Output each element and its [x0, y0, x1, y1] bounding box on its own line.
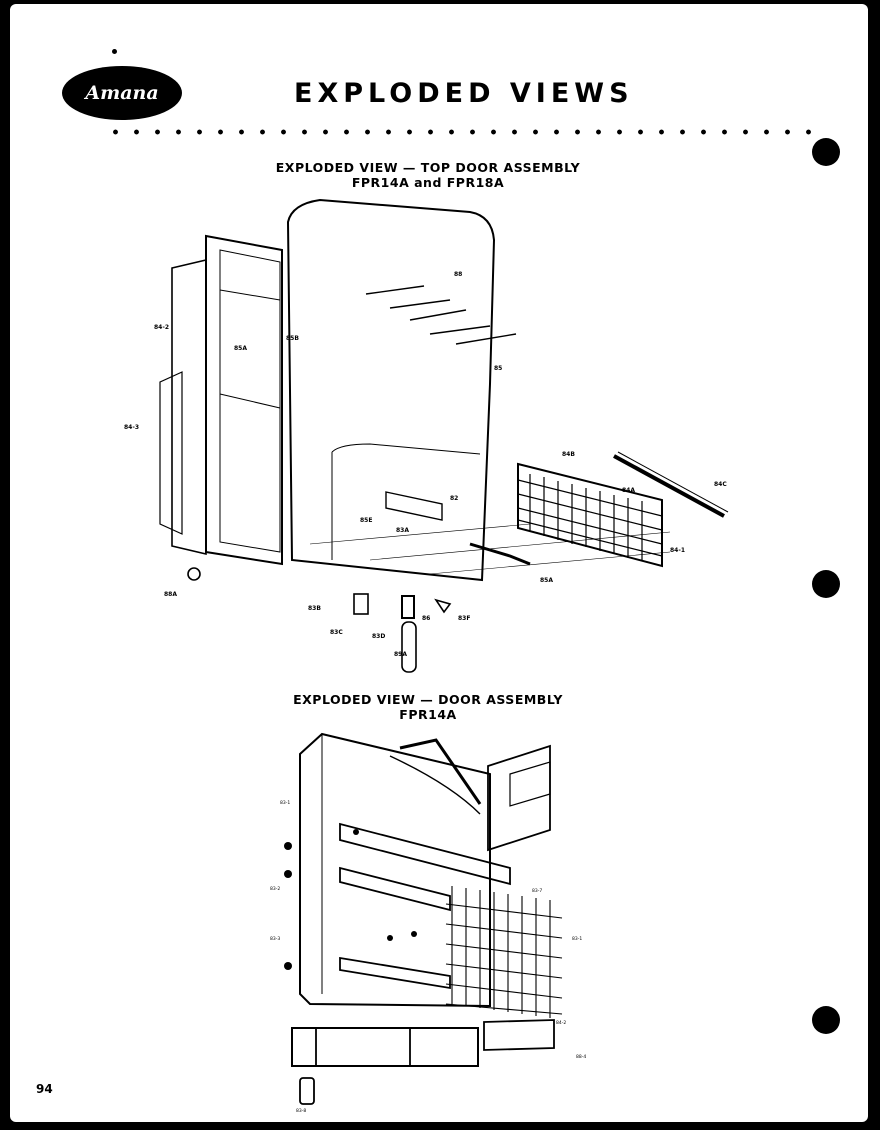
binder-hole-3: [812, 1006, 840, 1034]
binder-hole-2: [812, 570, 840, 598]
label-d2-3: 83-3: [270, 936, 280, 942]
section-1-title: EXPLODED VIEW — TOP DOOR ASSEMBLY FPR14A…: [218, 160, 638, 190]
section-2-models: FPR14A: [399, 707, 457, 722]
label-d2-2: 83-2: [270, 886, 280, 892]
label-d2-4: 83-7: [532, 888, 542, 894]
dotted-rule: [105, 126, 825, 138]
top-door-assembly-diagram: 84-2 84-3 85A 85B 88 85 82 85E 83A 85A 8…: [124, 198, 729, 1114]
label-84-3: 84-3: [124, 424, 139, 431]
label-d2-7: 88-4: [576, 1054, 586, 1060]
label-85a-top: 85A: [234, 345, 247, 352]
label-d2-1: 83-1: [280, 800, 290, 806]
label-84-1: 84-1: [670, 547, 685, 554]
label-84c: 84C: [714, 481, 727, 488]
label-88a: 88A: [164, 591, 177, 598]
section-1-heading: EXPLODED VIEW — TOP DOOR ASSEMBLY: [275, 160, 581, 175]
label-85a-right: 85A: [540, 577, 553, 584]
label-85e: 85E: [360, 517, 372, 524]
page-title: EXPLODED VIEWS: [294, 78, 634, 109]
label-86: 86: [422, 615, 430, 622]
label-83b: 83B: [308, 605, 321, 612]
registration-dot: [112, 49, 117, 54]
label-83d: 83D: [372, 633, 385, 640]
section-2-heading: EXPLODED VIEW — DOOR ASSEMBLY: [293, 692, 563, 707]
label-83c: 83C: [330, 629, 343, 636]
amana-logo: Amana: [62, 66, 182, 120]
binder-hole-1: [812, 138, 840, 166]
label-89a: 89A: [394, 651, 407, 658]
label-88: 88: [454, 271, 462, 278]
label-84b: 84B: [562, 451, 575, 458]
logo-text: Amana: [85, 82, 159, 104]
label-85b: 85B: [286, 335, 299, 342]
label-82: 82: [450, 495, 458, 502]
label-d2-8: 83-8: [296, 1108, 306, 1114]
label-84a: 84A: [622, 487, 635, 494]
label-85: 85: [494, 365, 502, 372]
label-d2-5: 83-1: [572, 936, 582, 942]
section-2-title: EXPLODED VIEW — DOOR ASSEMBLY FPR14A: [218, 692, 638, 722]
catalog-page: Amana EXPLODED VIEWS EXPLODED VIEW — TOP…: [10, 4, 868, 1122]
label-84-2: 84-2: [154, 324, 169, 331]
label-83f: 83F: [458, 615, 470, 622]
label-83a: 83A: [396, 527, 409, 534]
section-1-models: FPR14A and FPR18A: [351, 175, 505, 190]
page-number: 94: [36, 1082, 53, 1096]
label-d2-6: 84-2: [556, 1020, 566, 1026]
